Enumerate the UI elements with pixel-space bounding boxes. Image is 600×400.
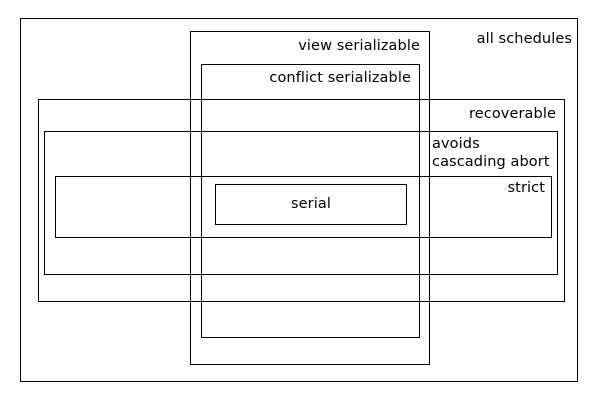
- region-all-schedules: [20, 18, 578, 382]
- region-label-serial: serial: [291, 196, 331, 212]
- region-label-all-schedules: all schedules: [476, 31, 572, 47]
- region-conflict-serializable: [201, 64, 420, 338]
- region-strict: [55, 176, 552, 238]
- region-view-serializable: [190, 31, 430, 365]
- region-recoverable: [38, 99, 565, 302]
- region-avoids-cascading-abort: [44, 131, 558, 275]
- region-label-conflict-serializable: conflict serializable: [269, 70, 411, 86]
- region-label-strict: strict: [507, 180, 545, 196]
- region-label-view-serializable: view serializable: [298, 38, 420, 54]
- region-label-recoverable: recoverable: [468, 106, 556, 122]
- region-serial: [215, 184, 407, 225]
- region-label-avoids-cascading-abort: avoids cascading abort: [432, 136, 550, 170]
